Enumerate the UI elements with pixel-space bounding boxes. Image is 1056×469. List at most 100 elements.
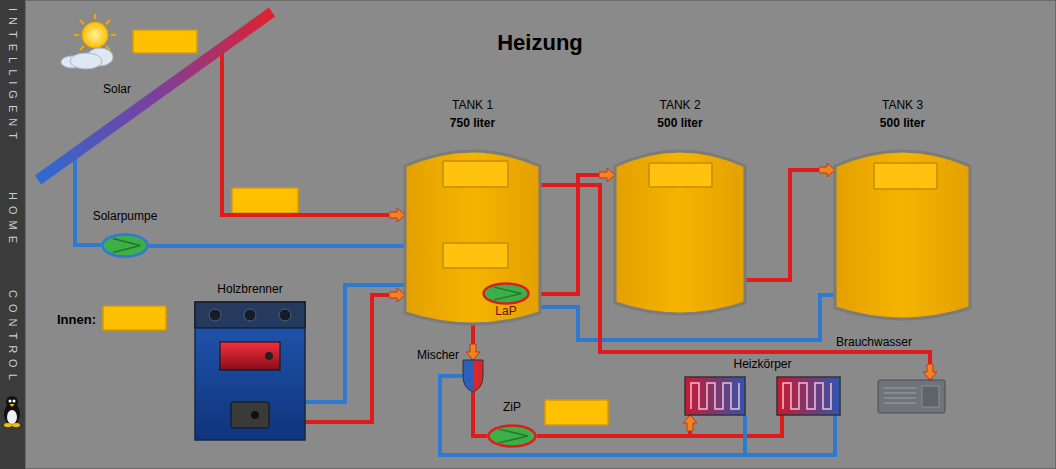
drain-slot: [884, 398, 916, 399]
valve-outline: [463, 360, 483, 392]
value-box: [874, 163, 937, 189]
node-label-holder: Solar: [103, 82, 131, 96]
side-band: [0, 0, 25, 469]
tux-logo-ellipse: [4, 423, 12, 427]
connector-group: [75, 48, 930, 455]
node-label: ZiP: [503, 400, 521, 414]
pipe-connector: [473, 392, 487, 436]
sun-rays-line: [94, 14, 96, 19]
node-label-holder: LaP: [495, 304, 516, 318]
cloud: [61, 48, 113, 69]
node-label: TANK 3: [882, 98, 923, 112]
node-label: Brauchwasser: [836, 335, 912, 349]
tank-body: [835, 151, 970, 319]
frame: [26, 1, 1056, 469]
door-knob: [251, 411, 259, 419]
pump-symbol-outline: [487, 424, 537, 448]
node-sublabel: 500 liter: [880, 116, 925, 130]
radiator-coil: [783, 383, 831, 409]
mixing-valve: Mischer: [463, 360, 483, 392]
sun-rays-line: [106, 20, 110, 24]
sink-body: [878, 380, 945, 413]
storage-tank: TANK 2500 liter: [615, 150, 745, 315]
radiator-body: [685, 377, 745, 415]
pump-symbol: ZiP: [487, 424, 537, 448]
sun-rays-line: [80, 46, 84, 50]
radiator-pair: Heizkörper: [685, 377, 840, 415]
node-label: LaP: [495, 304, 516, 318]
sink-symbol: Brauchwasser: [878, 380, 945, 413]
drain-slot: [884, 388, 916, 389]
value-box: [649, 163, 712, 187]
ash-door: [231, 402, 269, 428]
pipe-connector: [222, 48, 405, 215]
storage-tank: TANK 3500 liter: [835, 150, 970, 320]
drain-slot: [884, 403, 916, 404]
solar-collector: [35, 8, 275, 185]
radiator: [777, 377, 840, 415]
window-knob: [265, 352, 273, 360]
value-box-rect: [133, 30, 197, 53]
side-brand-text: INTELLIGENT: [6, 8, 19, 145]
value-box: [103, 30, 608, 425]
node-label-holder: Heizkörper: [733, 357, 791, 371]
sink-basin: [922, 386, 939, 407]
stove-burner: [279, 309, 291, 321]
pipe-connector: [471, 325, 475, 360]
tux-logo-circle: [13, 400, 16, 403]
tux-logo: [4, 396, 20, 427]
radiator: [685, 377, 745, 415]
value-box: [443, 243, 508, 268]
tank-body: [615, 151, 745, 314]
solar-panel-outline: [75, 48, 222, 153]
side-brand-text-holder: HOME: [6, 192, 19, 249]
valve-cold-half: [463, 360, 473, 392]
tux-logo-ellipse: [4, 403, 20, 425]
pump-impeller: [113, 239, 140, 253]
tux-logo-path: [10, 404, 15, 407]
cloud-ellipse: [70, 53, 102, 69]
node-label-holder: Mischer: [417, 348, 459, 362]
node-label: TANK 1: [452, 98, 493, 112]
pipe-connector: [440, 376, 745, 455]
stove-burner: [209, 309, 221, 321]
radiator-coil: [691, 383, 739, 409]
node-label-holder: Solarpumpe: [93, 209, 158, 223]
pump-symbol: LaP: [482, 282, 530, 305]
sun-rays-line: [74, 34, 79, 36]
sun-rays-line: [111, 34, 116, 36]
value-box: [443, 161, 508, 187]
value-box-rect: [103, 306, 166, 330]
drain-slot: [884, 393, 916, 394]
value-box-rect: [545, 400, 608, 425]
pipe-connector: [305, 285, 405, 402]
node-label: Solar: [103, 82, 131, 96]
node-sublabel: 500 liter: [657, 116, 702, 130]
node-sublabel-holder: 500 liter: [880, 116, 925, 130]
tank-body: [405, 151, 540, 324]
pipe-connector: [530, 175, 615, 294]
side-brand-text-holder: INTELLIGENT: [6, 8, 19, 145]
node-label-holder: ZiP: [503, 400, 521, 414]
node-sublabel-holder: 500 liter: [657, 116, 702, 130]
pump-symbol: Solarpumpe: [101, 233, 149, 258]
storage-tank-outline: [835, 150, 970, 320]
pump-body: [484, 284, 529, 304]
node-label: Solarpumpe: [93, 209, 158, 223]
supply-pipe-branch: [690, 415, 782, 436]
wood-stove: Holzbrenner: [195, 302, 305, 440]
value-box-rect: [232, 188, 298, 213]
node-label-holder: TANK 2: [659, 98, 700, 112]
return-pipe-branch: [745, 415, 835, 455]
storage-tank: TANK 1750 literLaP: [405, 150, 540, 325]
pump-symbol-outline: [482, 282, 530, 305]
node-label-holder: Brauchwasser: [836, 335, 912, 349]
node-label-holder: TANK 3: [882, 98, 923, 112]
pipe-connector: [537, 415, 690, 436]
sun-icon: [61, 14, 116, 69]
node-label: TANK 2: [659, 98, 700, 112]
wood-stove-outline: [195, 302, 305, 440]
radiator-pair-outline: [685, 377, 840, 415]
stove-burner: [244, 309, 256, 321]
